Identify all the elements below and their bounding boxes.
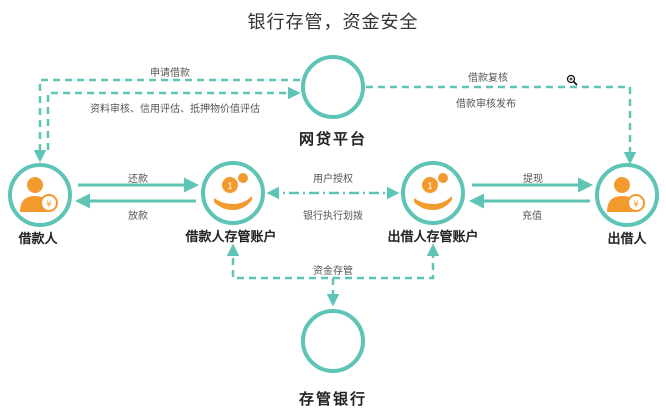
borrower-label: 借款人 xyxy=(18,232,58,247)
loan-recheck-label: 借款复核 xyxy=(468,73,508,84)
svg-text:1: 1 xyxy=(427,182,433,192)
borrower-node: ¥ xyxy=(8,163,72,227)
hand-coin-icon: 1 xyxy=(214,173,252,210)
borrower-account-label: 借款人存管账户 xyxy=(185,230,277,245)
person-yen-icon: ¥ xyxy=(20,177,58,212)
platform-label: 网贷平台 xyxy=(298,130,368,148)
bank-circle xyxy=(301,309,365,373)
review-items-label: 资料审核、信用评估、抵押物价值评估 xyxy=(90,104,260,115)
lender-account-node: 1 xyxy=(401,161,465,225)
recharge-label: 充值 xyxy=(522,211,542,222)
svg-text:¥: ¥ xyxy=(46,200,52,210)
platform-circle xyxy=(301,55,365,119)
borrower-account-node: 1 xyxy=(201,161,265,225)
review-arrow xyxy=(46,86,301,150)
lend-label: 放款 xyxy=(128,211,148,222)
lender-label: 出借人 xyxy=(607,232,647,247)
withdraw-label: 提现 xyxy=(523,174,543,185)
user-auth-label: 用户授权 xyxy=(313,174,353,185)
page-title: 银行存管，资金安全 xyxy=(247,12,419,33)
fund-custody-label: 资金存管 xyxy=(313,266,353,277)
hand-coin-icon: 1 xyxy=(414,173,452,210)
svg-text:¥: ¥ xyxy=(633,200,639,210)
bank-label: 存管银行 xyxy=(298,390,368,408)
person-yen-icon: ¥ xyxy=(607,177,645,212)
zoom-cursor-icon xyxy=(566,74,578,89)
apply-loan-arrow xyxy=(33,78,300,163)
svg-text:1: 1 xyxy=(227,182,233,192)
bank-transfer-label: 银行执行划拨 xyxy=(303,211,363,222)
repay-label: 还款 xyxy=(128,174,148,185)
apply-loan-label: 申请借款 xyxy=(150,68,190,79)
loan-publish-label: 借款审核发布 xyxy=(456,99,516,110)
lender-node: ¥ xyxy=(595,163,659,227)
loan-publish-arrow xyxy=(366,85,637,165)
lender-account-label: 出借人存管账户 xyxy=(387,230,479,245)
